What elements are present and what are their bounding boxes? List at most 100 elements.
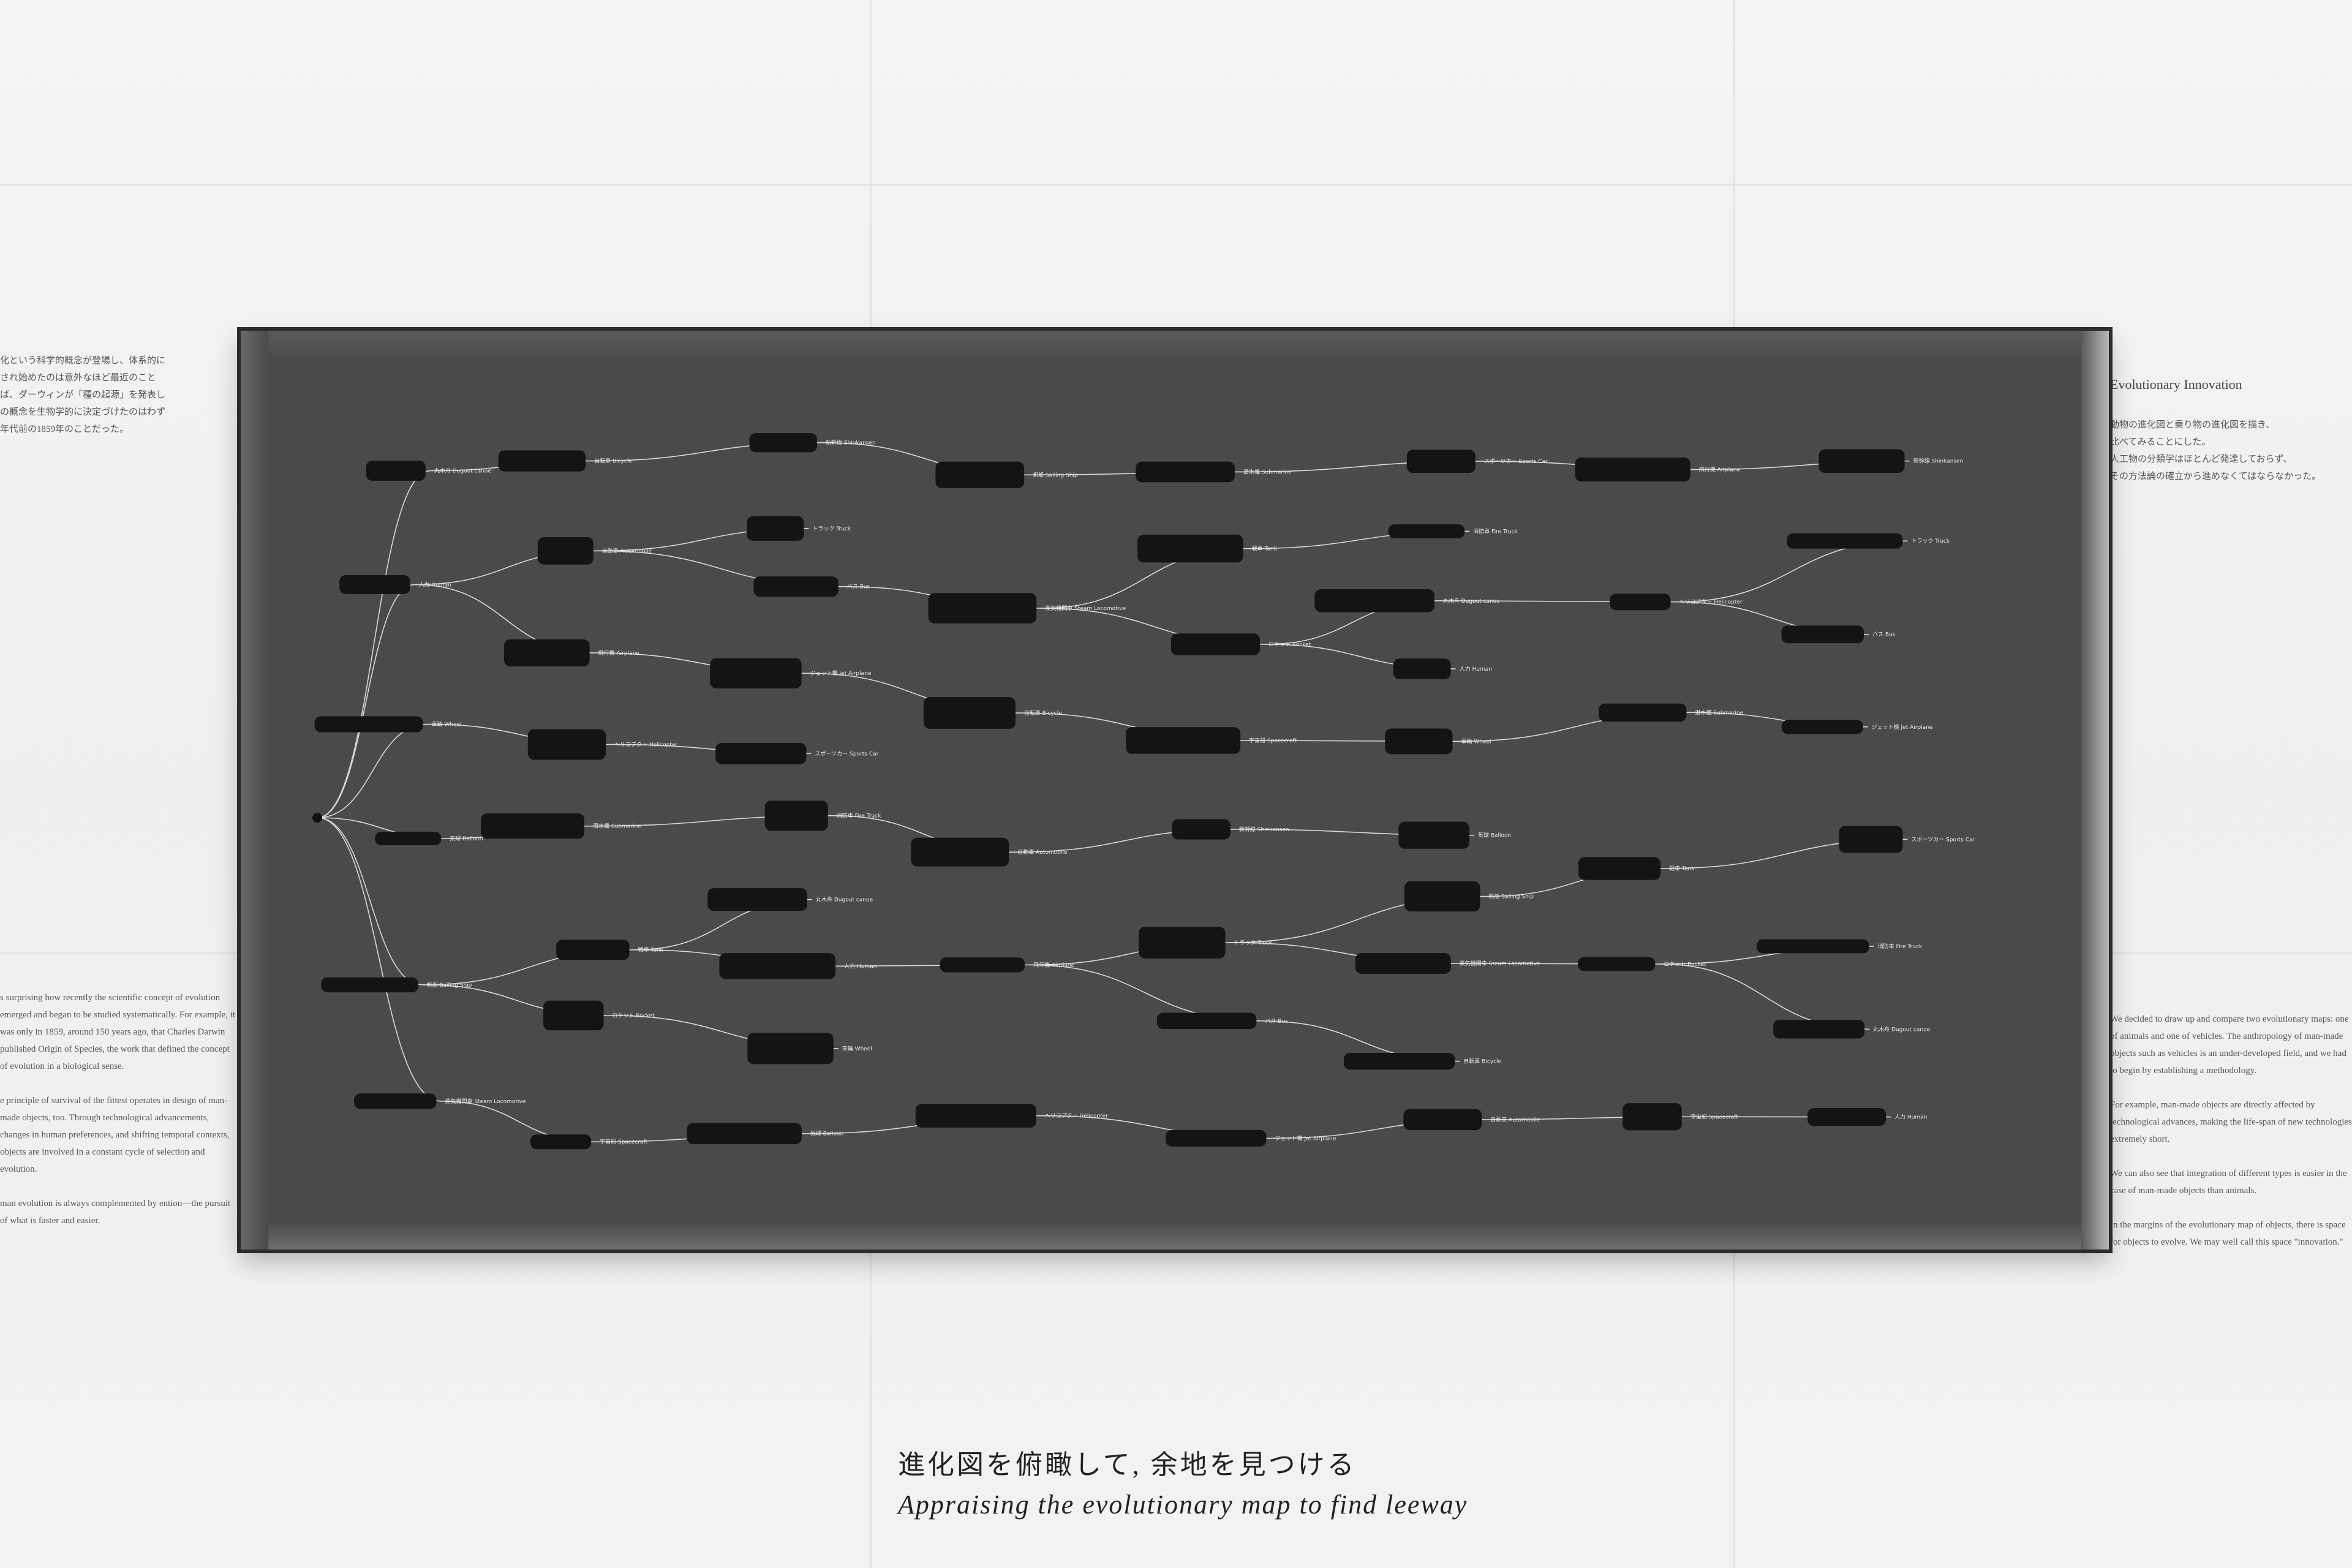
case-bevel <box>241 1222 2109 1250</box>
vehicle-label: 気球 Balloon <box>810 1130 843 1137</box>
vehicle-label: 帆船 Sailing Ship <box>1489 893 1534 900</box>
exhibit-caption: 進化図を俯瞰して, 余地を見つける Appraising the evoluti… <box>898 1442 1633 1520</box>
vehicle-label: ジェット機 Jet Airplane <box>810 669 872 677</box>
vehicle-model <box>915 1104 1036 1128</box>
vehicle-model <box>354 1093 437 1109</box>
vehicle-label: 戦車 Tank <box>1252 545 1278 552</box>
vehicle-label: 丸木舟 Dugout canoe <box>1873 1025 1930 1033</box>
vehicle-model <box>935 461 1025 488</box>
vehicle-label: スポーツカー Sports Car <box>1911 836 1975 843</box>
vehicle-label: 蒸気機関車 Steam Locomotive <box>1460 960 1540 967</box>
vehicle-model <box>556 940 630 960</box>
vehicle-model <box>527 729 606 760</box>
branch-line <box>1660 963 1870 1030</box>
vehicle-label: 車輪 Wheel <box>1461 737 1491 745</box>
vehicle-label: 消防車 Fire Truck <box>1878 943 1923 950</box>
vehicle-label: ジェット機 Jet Airplane <box>1872 723 1933 731</box>
vehicle-label: バス Bus <box>1265 1018 1288 1025</box>
vehicle-model <box>1136 461 1235 483</box>
vehicle-model <box>1575 458 1691 482</box>
vehicle-model <box>923 697 1016 729</box>
vehicle-model <box>1314 589 1434 612</box>
vehicle-model <box>1137 534 1243 563</box>
vehicle-label: 宇宙船 Spacecraft <box>1249 737 1297 744</box>
vehicle-label: 気球 Balloon <box>1478 832 1511 839</box>
vehicle-model <box>1787 533 1903 549</box>
vehicle-label: 自転車 Bicycle <box>1024 709 1062 717</box>
caption-en: Appraising the evolutionary map to find … <box>898 1490 1468 1520</box>
vehicle-label: トラック Truck <box>1234 940 1273 946</box>
vehicle-label: 帆船 Sailing Ship <box>427 981 472 989</box>
vehicle-model <box>543 1000 604 1031</box>
vehicle-label: 丸木舟 Dugout canoe <box>434 467 491 475</box>
right-en-text: We decided to draw up and compare two ev… <box>2110 1014 2352 1247</box>
vehicle-label: 人力 Human <box>1460 665 1492 673</box>
branch-line <box>317 584 415 818</box>
vehicle-model <box>1393 658 1451 679</box>
vehicle-label: 人力 Human <box>844 962 876 970</box>
vehicle-model <box>1139 927 1226 959</box>
evolution-map: 丸木舟 Dugout canoe 人力 Human 車輪 Wheel 気球 Ballo… <box>312 433 1975 1150</box>
vehicle-model <box>314 716 423 733</box>
vehicle-model <box>715 742 807 764</box>
branch-line <box>317 817 442 1102</box>
vehicle-model <box>1398 821 1469 849</box>
vehicle-label: 戦車 Tank <box>638 946 664 954</box>
vehicle-model <box>1403 1109 1482 1131</box>
vehicle-label: スポーツカー Sports Car <box>1484 458 1548 465</box>
vehicle-label: 自動車 Automobile <box>1490 1116 1540 1123</box>
vehicle-label: 蒸気機関車 Steam Locomotive <box>1045 605 1126 612</box>
case-bevel <box>241 331 2109 358</box>
vehicle-label: 新幹線 Shinkansen <box>1913 458 1964 465</box>
vehicle-model <box>321 977 418 993</box>
vehicle-model <box>719 953 836 979</box>
vehicle-model <box>498 450 586 472</box>
vehicle-model <box>911 837 1009 867</box>
vehicle-label: 飛行機 Airplane <box>1033 961 1075 968</box>
display-case: 丸木舟 Dugout canoe 人力 Human 車輪 Wheel 気球 Ballo… <box>241 331 2109 1250</box>
vehicle-label: 車輪 Wheel <box>432 720 462 728</box>
vehicle-model <box>1385 728 1453 755</box>
vehicle-label: 潜水艦 Submarine <box>1243 468 1292 475</box>
vehicle-model <box>1757 939 1869 954</box>
vehicle-model <box>1126 727 1241 754</box>
vehicle-model <box>747 516 804 541</box>
right-jp-text: 動物の進化図と乗り物の進化図を描き、 比べてみることにした。 人工物の分類学はほ… <box>2110 420 2321 481</box>
vehicle-model <box>1807 1108 1887 1126</box>
vehicle-model <box>1172 819 1231 840</box>
vehicle-model <box>503 639 590 667</box>
vehicle-model <box>1578 857 1661 880</box>
vehicle-label: 丸木舟 Dugout canoe <box>1443 597 1500 605</box>
vehicle-model <box>1623 1103 1682 1131</box>
wall-tile-line <box>0 184 2352 186</box>
vehicle-model <box>375 831 442 845</box>
vehicle-label: ロケット Rocket <box>612 1012 655 1019</box>
vehicle-label: 人力 Human <box>1894 1114 1927 1121</box>
vehicle-model <box>1781 720 1863 734</box>
branch-line <box>1029 964 1262 1022</box>
root-node <box>312 813 322 823</box>
vehicle-model <box>1404 881 1480 912</box>
vehicle-label: 飛行機 Airplane <box>1699 466 1741 473</box>
vehicle-model <box>1599 703 1687 722</box>
vehicle-label: 宇宙船 Spacecraft <box>600 1138 647 1145</box>
vehicle-label: ヘリコプター Helicopter <box>1679 599 1743 606</box>
caption-jp: 進化図を俯瞰して, 余地を見つける <box>898 1450 1357 1480</box>
vehicle-model <box>1577 957 1656 971</box>
vehicle-model <box>764 801 828 831</box>
vehicle-label: 自動車 Automobile <box>1017 848 1068 856</box>
branch-line <box>317 470 431 818</box>
vehicle-model <box>1819 449 1905 473</box>
vehicle-model <box>710 658 802 688</box>
vehicle-label: 自転車 Bicycle <box>1463 1058 1501 1065</box>
vehicle-model <box>1388 524 1465 538</box>
vehicle-model <box>1610 594 1671 611</box>
vehicle-label: ロケット Rocket <box>1268 641 1311 648</box>
vehicle-model <box>928 593 1037 624</box>
vehicle-label: 人力 Human <box>419 581 451 588</box>
vehicle-label: 丸木舟 Dugout canoe <box>816 896 873 903</box>
vehicle-label: バス Bus <box>1872 631 1896 638</box>
vehicle-label: 宇宙船 Spacecraft <box>1691 1113 1738 1120</box>
left-en-text: s surprising how recently the scientific… <box>0 993 236 1226</box>
case-bevel <box>241 331 268 1250</box>
